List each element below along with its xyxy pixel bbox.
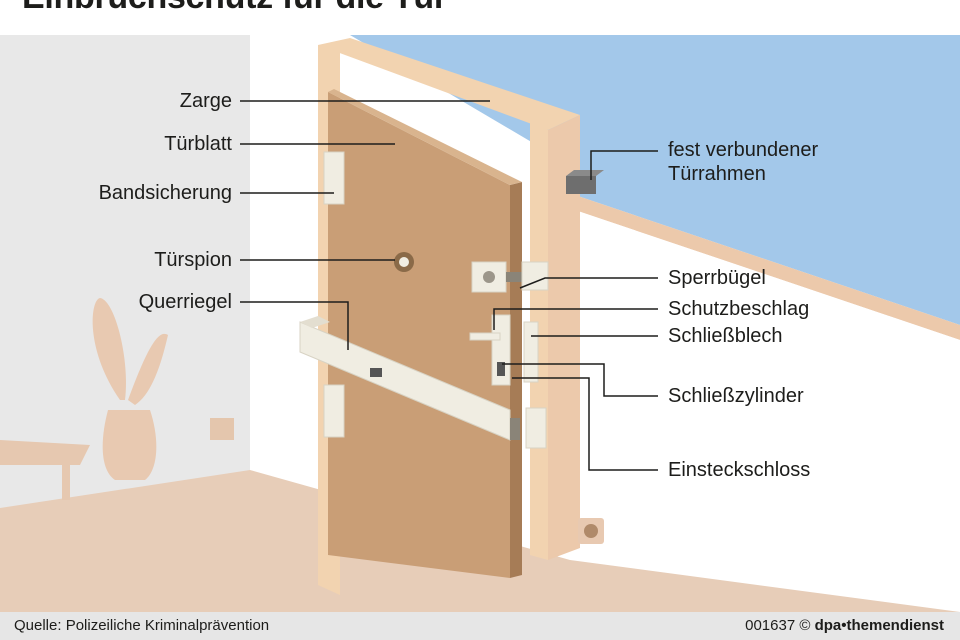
label-querriegel: Querriegel	[138, 291, 232, 313]
door-blade	[328, 92, 510, 578]
leader-tuerrahmen	[590, 150, 658, 180]
door-handle	[469, 332, 501, 341]
leader-einsteckschloss	[512, 377, 658, 471]
brand-logo-text: dpa•themendienst	[814, 617, 944, 634]
credit-text: 001637 © dpa•themendienst	[745, 617, 944, 634]
table-silhouette	[0, 440, 90, 500]
frame-anchor	[566, 176, 596, 194]
hinge-bottom	[323, 384, 345, 438]
hinge-top	[323, 151, 345, 205]
label-tuerrahmen: fest verbundener Türrahmen	[668, 139, 819, 185]
locking-bar-arm	[506, 272, 522, 282]
door-top-edge	[328, 89, 522, 185]
label-schliessblech: Schließblech	[668, 325, 783, 347]
label-tuerspion: Türspion	[154, 249, 232, 271]
strike-plate	[523, 321, 539, 383]
label-schutzbeschlag: Schutzbeschlag	[668, 298, 810, 320]
page-title: Einbruchschutz für die Tür	[22, 0, 447, 17]
label-tuerblatt: Türblatt	[164, 133, 232, 155]
leader-schutzbeschlag	[493, 308, 658, 330]
source-text: Quelle: Polizeiliche Kriminalprävention	[14, 617, 270, 634]
frame-right-front	[530, 120, 548, 560]
label-schliesszylinder: Schließzylinder	[668, 385, 804, 407]
leader-sperrbuegel	[519, 277, 658, 289]
leader-schliesszylinder	[502, 363, 658, 397]
ceiling-trim	[560, 190, 960, 340]
leader-querriegel	[240, 301, 349, 350]
label-einsteckschloss: Einsteckschloss	[668, 459, 811, 481]
frame-right-side	[548, 115, 580, 560]
wall-socket-left	[210, 418, 234, 440]
label-bandsicherung: Bandsicherung	[98, 182, 232, 204]
cross-bar-lock	[370, 368, 382, 377]
cross-bar-keeper	[525, 407, 547, 449]
label-sperrbuegel: Sperrbügel	[668, 267, 766, 289]
footer-bar: Quelle: Polizeiliche Kriminalprävention …	[0, 612, 960, 640]
plant-silhouette	[92, 298, 168, 480]
frame-top	[318, 38, 580, 130]
label-zarge: Zarge	[179, 90, 232, 112]
leader-lines	[240, 100, 658, 471]
door-illustration	[0, 35, 960, 612]
right-wall	[560, 205, 960, 612]
door-edge	[510, 182, 522, 578]
lock-cylinder	[497, 362, 505, 376]
credit-code: 001637 ©	[745, 617, 811, 634]
cross-bar-bolt-end	[510, 418, 520, 440]
